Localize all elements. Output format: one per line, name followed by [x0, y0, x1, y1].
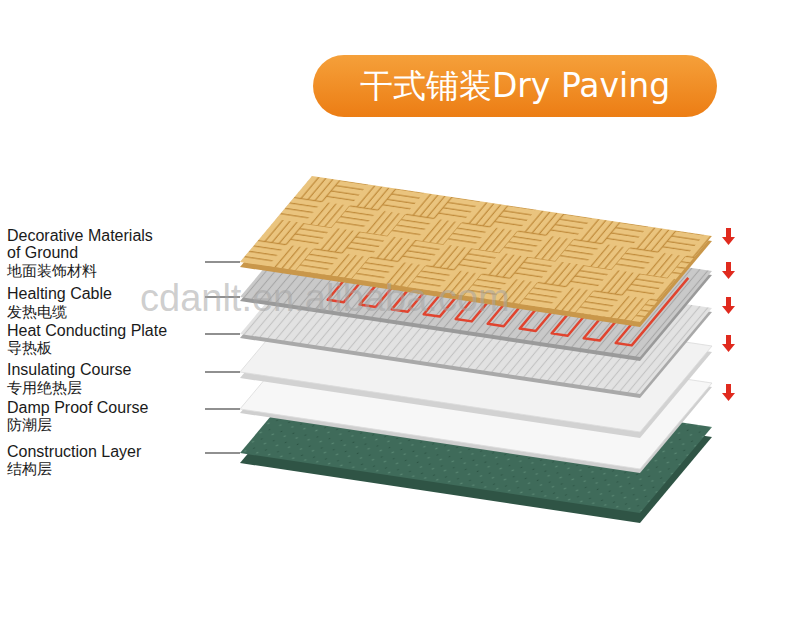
watermark: cdanlt.en.alibaba.com [140, 278, 510, 318]
part-name-zh: 发热电缆 [7, 304, 67, 321]
heat-arrows [722, 228, 735, 401]
part-name: Damp Proof Course [7, 399, 148, 416]
part-name: Insulating Course [7, 361, 132, 378]
part-name: Decorative Materials of Ground [7, 227, 165, 261]
part-name: Heat Conducting Plate [7, 322, 167, 339]
title-pill: 干式铺装Dry Paving [313, 55, 717, 117]
part-name-zh: 导热板 [7, 340, 52, 357]
part-name-zh: 专用绝热层 [7, 380, 82, 397]
part-name-zh: 地面装饰材料 [7, 263, 97, 280]
part-name-zh: 防潮层 [7, 417, 52, 434]
part-name: Healting Cable [7, 285, 112, 302]
part-name-zh: 结构层 [7, 461, 52, 478]
title-text: 干式铺装Dry Paving [360, 64, 670, 109]
part-name: Construction Layer [7, 443, 141, 460]
